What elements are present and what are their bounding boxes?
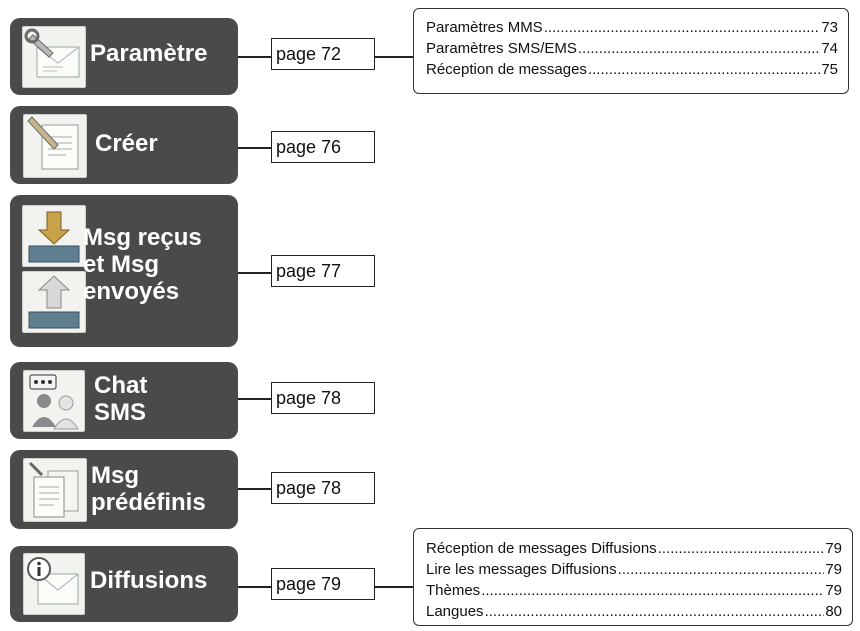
toc-box-diffusions: Réception de messages Diffusions 79 Lire … bbox=[413, 528, 853, 626]
connector-line bbox=[238, 586, 271, 588]
toc-entry[interactable]: Paramètres SMS/EMS 74 bbox=[426, 38, 838, 59]
page-ref-creer[interactable]: page 76 bbox=[271, 131, 375, 163]
toc-entry-title: Réception de messages Diffusions bbox=[426, 540, 657, 557]
toc-box-parametre: Paramètres MMS 73 Paramètres SMS/EMS 74 Ré… bbox=[413, 8, 849, 94]
tile-label-parametre: Paramètre bbox=[90, 40, 208, 67]
template-documents-icon bbox=[23, 458, 87, 522]
toc-entry-page: 79 bbox=[825, 561, 842, 578]
toc-entry-page: 79 bbox=[825, 582, 842, 599]
inbox-icon bbox=[22, 205, 86, 267]
toc-entry-page: 79 bbox=[825, 540, 842, 557]
connector-line bbox=[238, 272, 271, 274]
toc-entry-title: Thèmes bbox=[426, 582, 481, 599]
page-ref-diffusions[interactable]: page 79 bbox=[271, 568, 375, 600]
menu-tile-diffusions[interactable]: Diffusions bbox=[10, 546, 238, 622]
menu-tile-parametre[interactable]: Paramètre bbox=[10, 18, 238, 95]
toc-entry[interactable]: Thèmes 79 bbox=[426, 580, 842, 601]
toc-entry-title: Paramètres SMS/EMS bbox=[426, 40, 577, 57]
settings-letter-icon bbox=[22, 26, 86, 88]
menu-tile-msg-predefinis[interactable]: Msg prédéfinis bbox=[10, 450, 238, 529]
page-ref-msg-recus-envoyes[interactable]: page 77 bbox=[271, 255, 375, 287]
toc-entry-title: Lire les messages Diffusions bbox=[426, 561, 617, 578]
menu-tile-creer[interactable]: Créer bbox=[10, 106, 238, 184]
outbox-icon bbox=[22, 271, 86, 333]
toc-entry-page: 74 bbox=[821, 40, 838, 57]
compose-pencil-icon bbox=[23, 114, 87, 178]
connector-line bbox=[238, 398, 271, 400]
toc-entry[interactable]: Réception de messages 75 bbox=[426, 59, 838, 80]
connector-line bbox=[375, 56, 413, 58]
connector-line bbox=[238, 488, 271, 490]
tile-label-diffusions: Diffusions bbox=[90, 567, 208, 594]
toc-entry-page: 80 bbox=[825, 603, 842, 620]
toc-entry-title: Langues bbox=[426, 603, 484, 620]
page-ref-parametre[interactable]: page 72 bbox=[271, 38, 375, 70]
connector-line bbox=[238, 56, 271, 58]
page-ref-chat-sms[interactable]: page 78 bbox=[271, 382, 375, 414]
menu-tile-chat-sms[interactable]: Chat SMS bbox=[10, 362, 238, 439]
toc-entry-title: Réception de messages bbox=[426, 61, 587, 78]
connector-line bbox=[375, 586, 413, 588]
info-broadcast-icon bbox=[23, 553, 85, 615]
menu-tile-msg-recus-envoyes[interactable]: Msg reçus et Msg envoyés bbox=[10, 195, 238, 347]
connector-line bbox=[238, 147, 271, 149]
toc-entry-title: Paramètres MMS bbox=[426, 19, 543, 36]
toc-entry-page: 75 bbox=[821, 61, 838, 78]
page-ref-msg-predefinis[interactable]: page 78 bbox=[271, 472, 375, 504]
chat-people-icon bbox=[23, 370, 85, 432]
tile-label-msg-recus-envoyes: Msg reçus et Msg envoyés bbox=[83, 224, 202, 305]
toc-entry-page: 73 bbox=[821, 19, 838, 36]
toc-entry[interactable]: Paramètres MMS 73 bbox=[426, 17, 838, 38]
tile-label-creer: Créer bbox=[95, 130, 158, 157]
toc-entry[interactable]: Langues 80 bbox=[426, 601, 842, 622]
toc-entry[interactable]: Réception de messages Diffusions 79 bbox=[426, 538, 842, 559]
tile-label-chat-sms: Chat SMS bbox=[94, 372, 148, 426]
tile-label-msg-predefinis: Msg prédéfinis bbox=[91, 462, 206, 516]
toc-entry[interactable]: Lire les messages Diffusions 79 bbox=[426, 559, 842, 580]
